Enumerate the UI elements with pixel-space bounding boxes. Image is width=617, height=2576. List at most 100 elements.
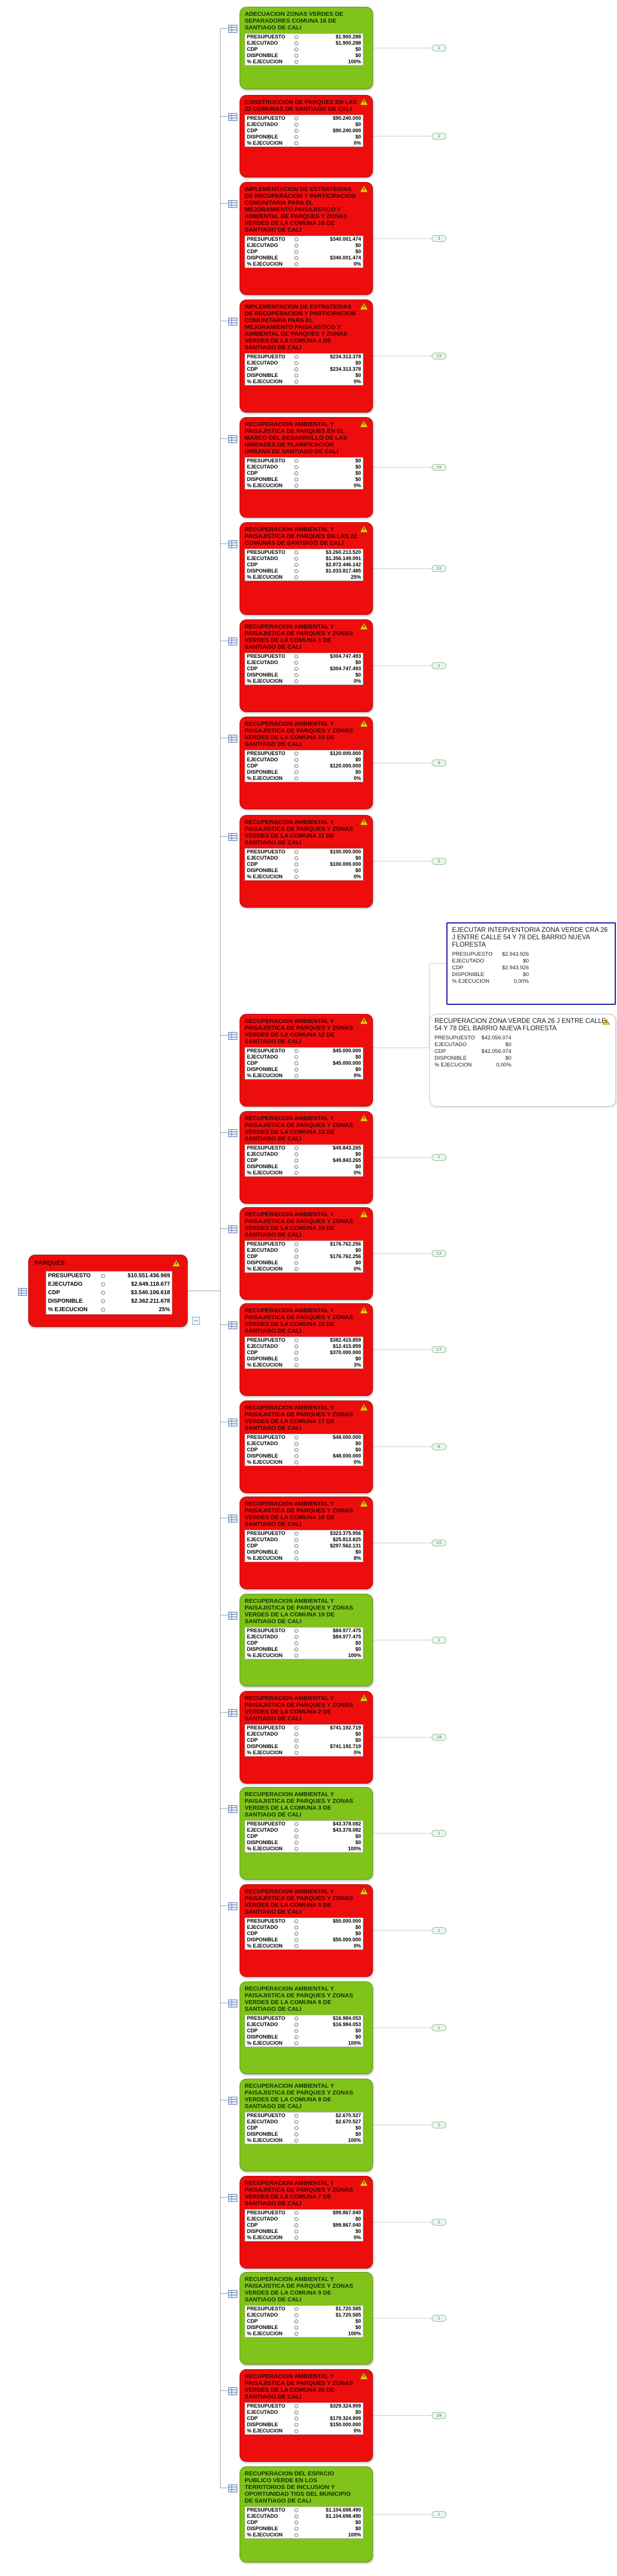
table-icon[interactable]: [228, 2000, 237, 2007]
project-node[interactable]: RECUPERACION AMBIENTAL Y PAISAJISTICA DE…: [240, 2176, 373, 2269]
status-dot-icon: [294, 2211, 298, 2215]
project-node[interactable]: RECUPERACION AMBIENTAL Y PAISAJISTICA DE…: [240, 2369, 373, 2462]
table-icon[interactable]: [228, 200, 237, 208]
project-node[interactable]: RECUPERACION AMBIENTAL Y PAISAJISTICA DE…: [240, 815, 373, 908]
stat-row-cdp: CDP$45.000.000: [245, 1060, 363, 1066]
table-icon[interactable]: [228, 25, 237, 33]
child-count-badge[interactable]: 1: [432, 45, 446, 51]
table-icon[interactable]: [228, 2387, 237, 2395]
table-icon[interactable]: [228, 1419, 237, 1426]
child-count-badge[interactable]: 1: [432, 2024, 446, 2031]
table-icon[interactable]: [228, 1225, 237, 1233]
table-icon[interactable]: [228, 2194, 237, 2202]
child-count-badge[interactable]: 1: [432, 2511, 446, 2518]
project-node[interactable]: IMPLEMENTACION DE ESTRATEGIAS DE RECUPER…: [240, 300, 373, 413]
stat-row-presupuesto: PRESUPUESTO$48.000.000: [245, 1434, 363, 1441]
table-icon[interactable]: [228, 1902, 237, 1910]
expand-icon[interactable]: [192, 1317, 200, 1325]
project-node[interactable]: RECUPERACION AMBIENTAL Y PAISAJISTICA DE…: [240, 417, 373, 518]
child-count-badge[interactable]: 15: [432, 1539, 446, 1546]
table-icon[interactable]: [228, 638, 237, 645]
child-count-badge[interactable]: 7: [432, 1154, 446, 1161]
project-node[interactable]: RECUPERACION AMBIENTAL Y PAISAJISTICA DE…: [240, 1111, 373, 1204]
detail-note[interactable]: RECUPERACION ZONA VERDE CRA 26 J ENTRE C…: [429, 1014, 616, 1107]
table-icon[interactable]: [228, 318, 237, 326]
label-disponible: DISPONIBLE: [247, 568, 279, 574]
label-presupuesto: PRESUPUESTO: [247, 458, 285, 464]
table-icon[interactable]: [228, 1709, 237, 1717]
project-node[interactable]: RECUPERACION AMBIENTAL Y PAISAJISTICA DE…: [240, 1303, 373, 1396]
table-icon[interactable]: [228, 1612, 237, 1620]
project-node[interactable]: IMPLEMENTACION DE ESTRATEGIAS DE RECUPER…: [240, 182, 373, 295]
table-icon[interactable]: [228, 1515, 237, 1523]
child-count-badge[interactable]: 1: [432, 1637, 446, 1643]
table-icon[interactable]: [228, 540, 237, 548]
project-node[interactable]: RECUPERACION AMBIENTAL Y PAISAJISTICA DE…: [240, 717, 373, 809]
child-count-badge[interactable]: 1: [432, 662, 446, 669]
table-icon[interactable]: [228, 1032, 237, 1040]
table-icon[interactable]: [228, 435, 237, 443]
table-icon[interactable]: [228, 2290, 237, 2298]
child-count-badge[interactable]: 1: [432, 2315, 446, 2322]
project-node[interactable]: RECUPERACION AMBIENTAL Y PAISAJISTICA DE…: [240, 1981, 373, 2074]
project-node[interactable]: RECUPERACION AMBIENTAL Y PAISAJISTICA DE…: [240, 2079, 373, 2171]
root-node[interactable]: PARQUES PRESUPUESTO$10.551.436.969 EJECU…: [28, 1255, 188, 1327]
value-cdp: $0: [355, 46, 361, 53]
child-count-badge[interactable]: 28: [432, 2412, 446, 2419]
label-presupuesto: PRESUPUESTO: [247, 2306, 285, 2312]
status-dot-icon: [294, 1822, 298, 1826]
project-node[interactable]: ADECUACION ZONAS VERDES DE SEPARADORES C…: [240, 7, 373, 89]
child-count-badge[interactable]: 6: [432, 1443, 446, 1450]
child-count-badge[interactable]: 22: [432, 565, 446, 572]
table-icon[interactable]: [228, 2097, 237, 2105]
label-cdp: CDP: [247, 46, 258, 53]
project-node[interactable]: RECUPERACION AMBIENTAL Y PAISAJISTICA DE…: [240, 1787, 373, 1880]
child-count-badge[interactable]: 2: [432, 133, 446, 140]
child-count-badge[interactable]: 1: [432, 2122, 446, 2128]
table-icon[interactable]: [18, 1288, 27, 1296]
table-icon[interactable]: [228, 1321, 237, 1329]
label-cdp: CDP: [247, 861, 258, 868]
project-node[interactable]: RECUPERACION AMBIENTAL Y PAISAJISTICA DE…: [240, 1207, 373, 1300]
child-count-badge[interactable]: 4: [432, 760, 446, 766]
child-count-badge[interactable]: 18: [432, 1734, 446, 1741]
stat-row-ejecutado: EJECUTADO$1.104.698.490: [245, 2513, 363, 2519]
value-disponible: $0: [355, 53, 361, 59]
child-count-badge[interactable]: 2: [432, 2219, 446, 2226]
project-node[interactable]: RECUPERACION AMBIENTAL Y PAISAJISTICA DE…: [240, 1400, 373, 1493]
table-icon[interactable]: [228, 833, 237, 841]
project-node[interactable]: RECUPERACION AMBIENTAL Y PAISAJISTICA DE…: [240, 1594, 373, 1686]
project-node[interactable]: RECUPERACION AMBIENTAL Y PAISAJISTICA DE…: [240, 2272, 373, 2365]
table-icon[interactable]: [228, 735, 237, 743]
child-count-badge[interactable]: 15: [432, 464, 446, 471]
table-icon[interactable]: [228, 1129, 237, 1137]
child-count-badge[interactable]: 1: [432, 1830, 446, 1837]
status-dot-icon: [294, 1926, 298, 1929]
project-node[interactable]: CONSTRUCCIÓN DE PARQUES EN LAS 22 COMUNA…: [240, 95, 373, 177]
label-ejecucion: % EJECUCION: [247, 2331, 283, 2337]
stat-row-ejecutado: EJECUTADO$2.670.527: [245, 2119, 363, 2125]
detail-note[interactable]: EJECUTAR INTERVENTORIA ZONA VERDE CRA 26…: [446, 922, 616, 1005]
project-node[interactable]: RECUPERACION AMBIENTAL Y PAISAJISTICA DE…: [240, 1884, 373, 1977]
project-node[interactable]: RECUPERACION AMBIENTAL Y PAISAJISTICA DE…: [240, 619, 373, 712]
project-node[interactable]: RECUPERACION AMBIENTAL Y PAISAJISTICA DE…: [240, 1014, 373, 1107]
table-icon[interactable]: [228, 2484, 237, 2492]
child-count-badge[interactable]: 17: [432, 1346, 446, 1353]
label-disponible: DISPONIBLE: [247, 868, 279, 874]
table-icon[interactable]: [228, 1805, 237, 1813]
project-node[interactable]: RECUPERACION DEL ESPACIO PUBLICO VERDE E…: [240, 2466, 373, 2562]
child-count-badge[interactable]: 1: [432, 1927, 446, 1934]
value-cdp: $0: [355, 2125, 361, 2131]
child-count-badge[interactable]: 5: [432, 858, 446, 865]
value-cdp: $45.000.000: [332, 1060, 361, 1066]
project-node[interactable]: RECUPERACION AMBIENTAL Y PAISAJISTICA DE…: [240, 1497, 373, 1589]
child-count-badge[interactable]: 15: [432, 353, 446, 359]
child-count-badge[interactable]: 12: [432, 1250, 446, 1257]
project-node[interactable]: RECUPERACION AMBIENTAL Y PAISAJISTICA DE…: [240, 522, 373, 615]
project-node[interactable]: RECUPERACION AMBIENTAL Y PAISAJISTICA DE…: [240, 1691, 373, 1784]
table-icon[interactable]: [228, 113, 237, 121]
child-count-badge[interactable]: 3: [432, 235, 446, 242]
stat-row-cdp: CDP$99.867.040: [245, 2222, 363, 2228]
